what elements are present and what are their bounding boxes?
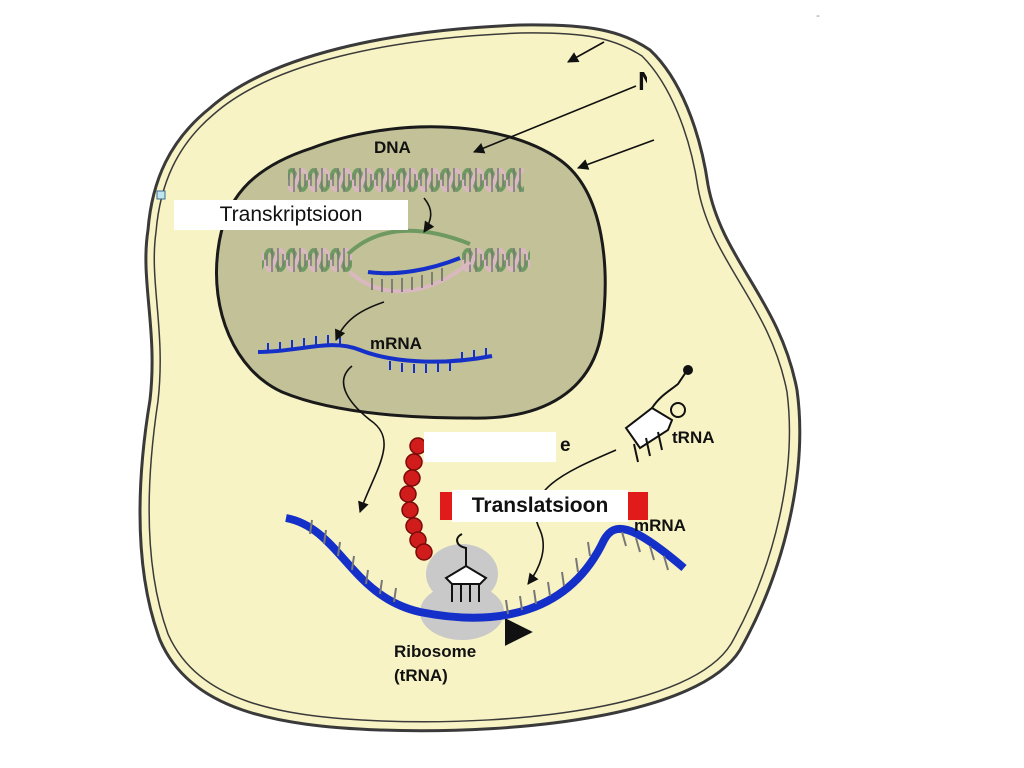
cell-membrane-inner: [148, 32, 791, 723]
mrna-strand-nucleus: [257, 335, 493, 373]
mrna-cytoplasm-label: mRNA: [634, 516, 686, 535]
corner-mark: -: [816, 8, 820, 22]
bullet-marker: [156, 190, 166, 200]
trna-on-ribosome: [444, 533, 488, 602]
arrow-mrna-export: [342, 365, 385, 514]
ribosome-label: Ribosome: [394, 642, 477, 661]
transcription-label: Transkriptsioon: [174, 200, 408, 230]
arrow-transcription: [423, 197, 435, 233]
clipped-letter-label: N: [638, 66, 647, 97]
letter-e-label: e: [560, 435, 571, 456]
masked-label-box: [424, 432, 556, 462]
pointer-membrane: [567, 41, 605, 63]
mrna-strand-cytoplasm: [285, 514, 687, 622]
dna-helix: [288, 158, 524, 198]
ribosome-trna-label: (tRNA): [394, 666, 448, 685]
pointer-cytoplasm: [576, 139, 655, 170]
dna-label: DNA: [374, 138, 411, 157]
trna-top-label: tRNA: [672, 428, 715, 447]
dna-transcription-bubble: [262, 228, 530, 294]
trna-free: [624, 365, 693, 463]
arrow-to-mrna: [335, 301, 385, 342]
pointer-nucleus: [472, 85, 637, 154]
translation-label: Translatsioon: [452, 490, 628, 522]
polypeptide-chain: [399, 437, 433, 561]
nascent-mrna: [367, 256, 461, 276]
mrna-nucleus-label: mRNA: [370, 334, 422, 353]
